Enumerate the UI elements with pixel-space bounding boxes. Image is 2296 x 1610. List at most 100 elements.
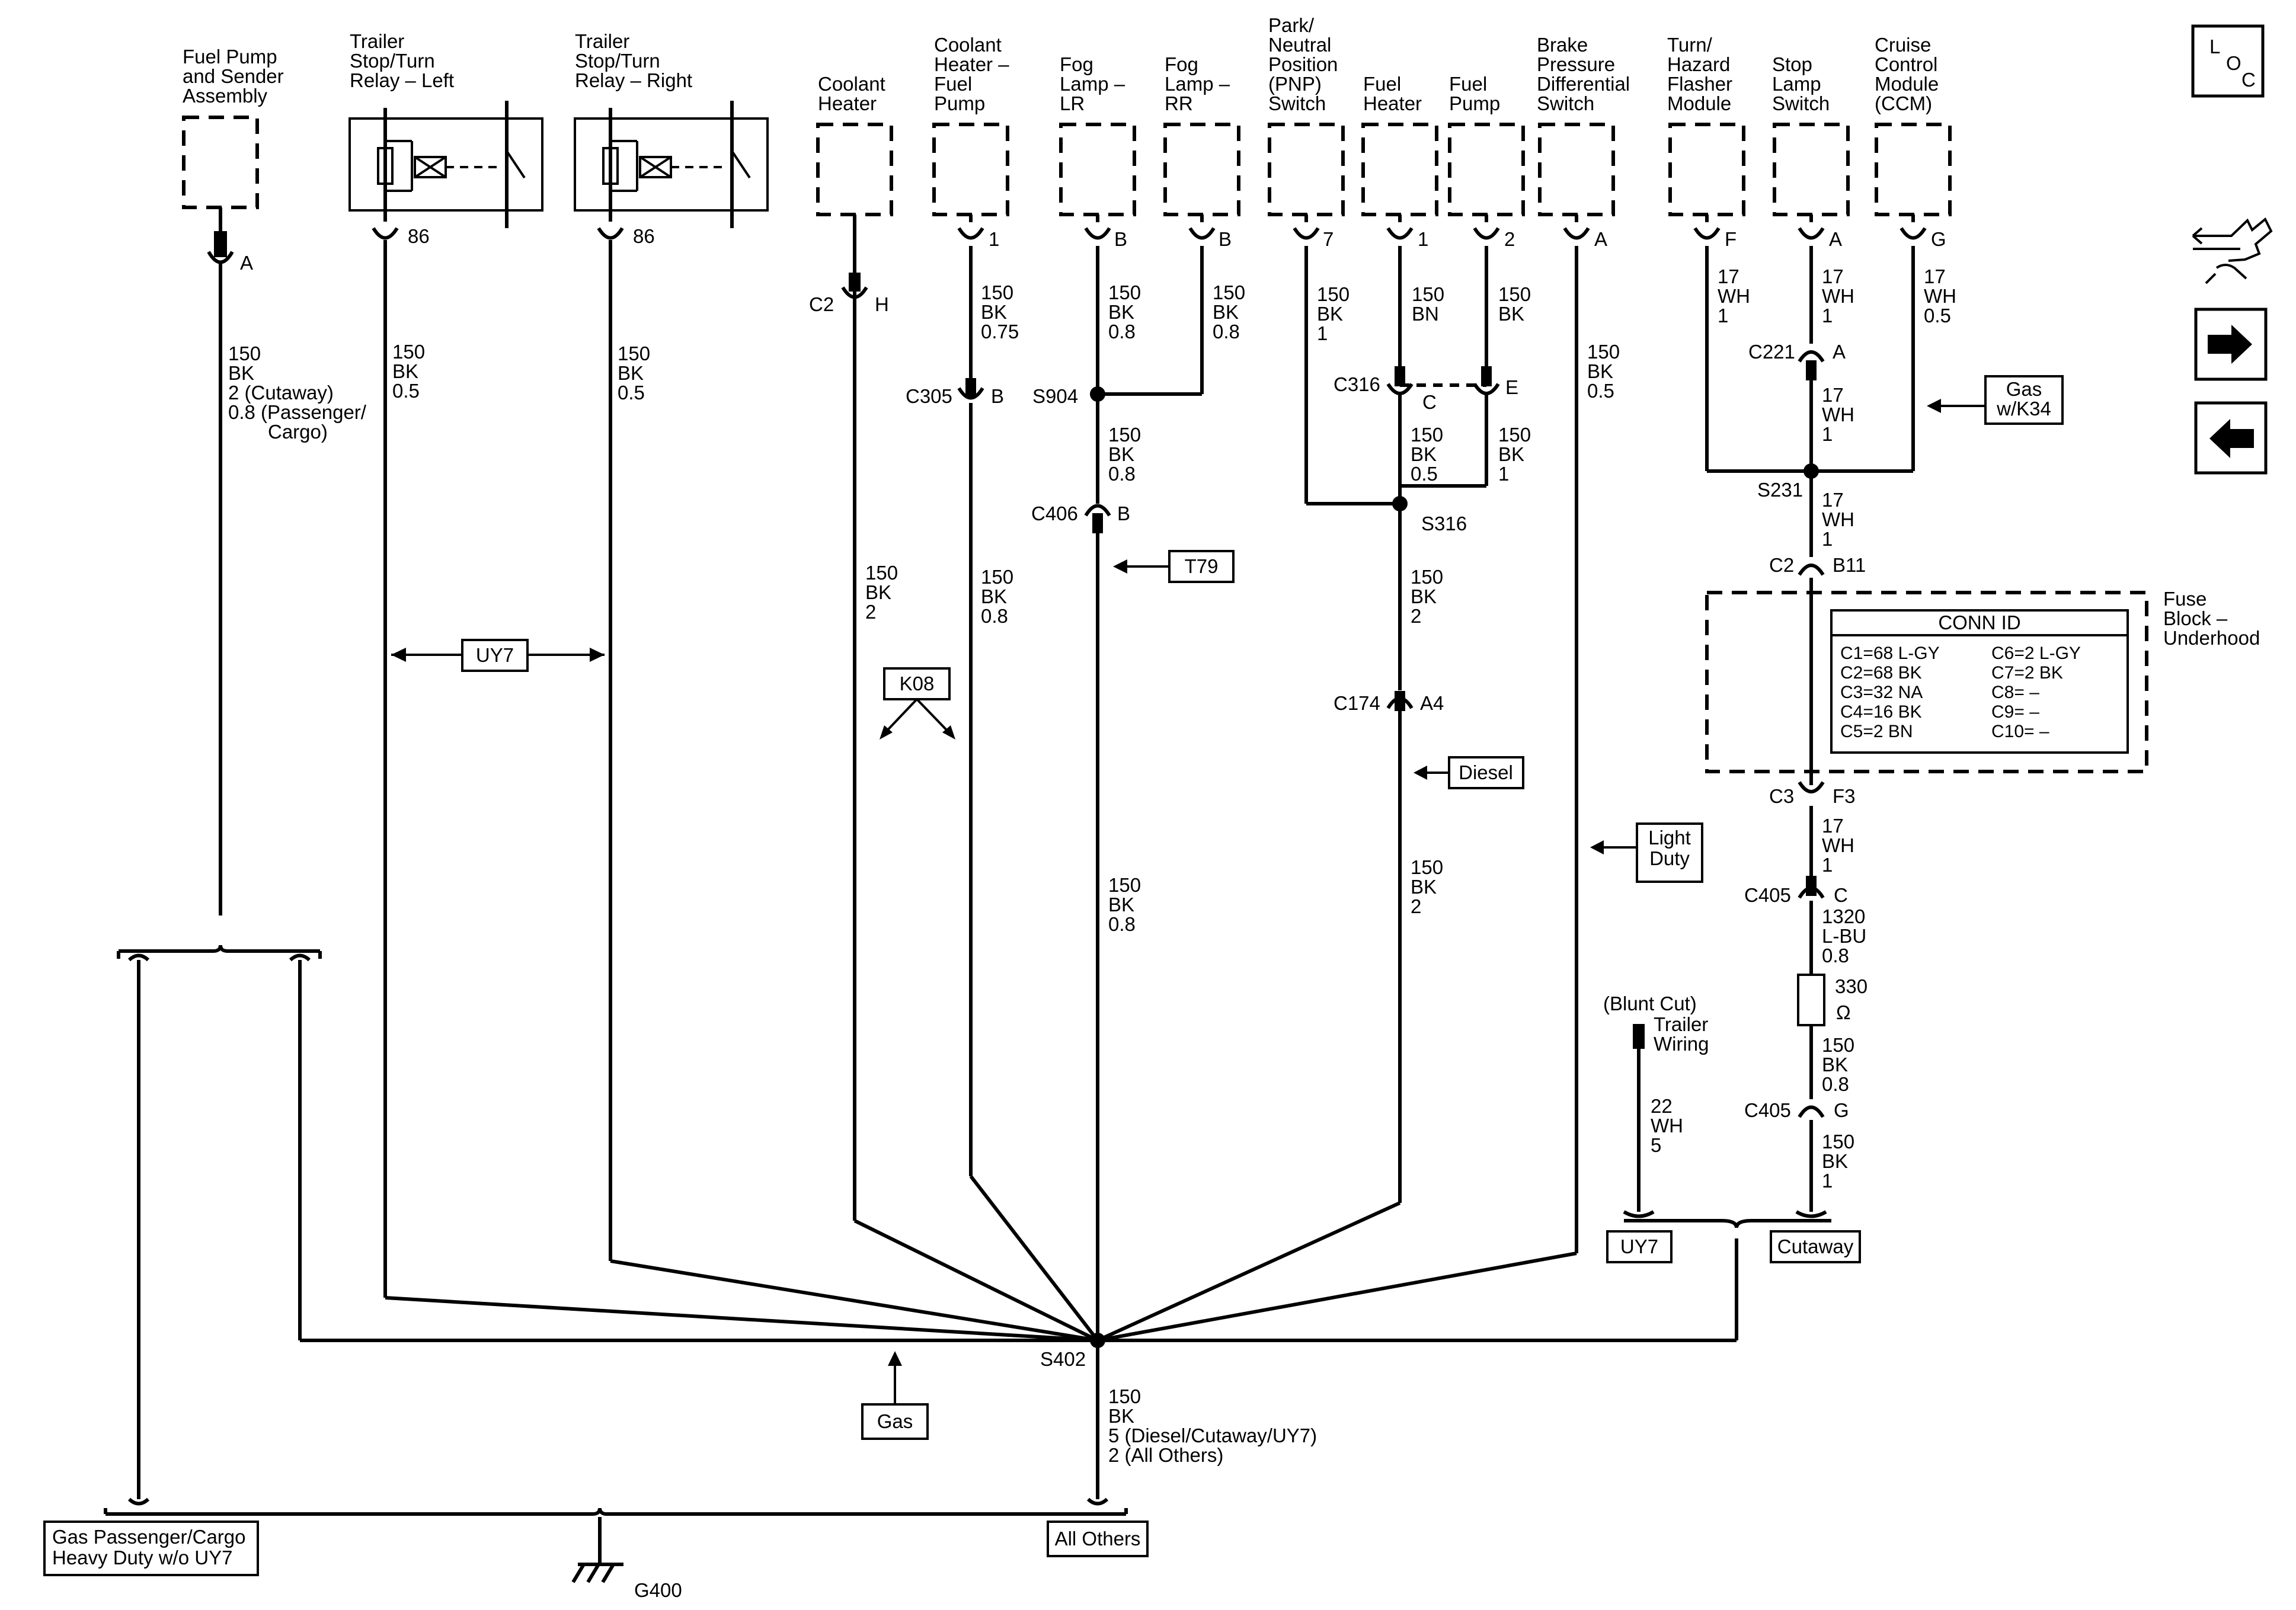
wire-c221-2: WH [1822,404,1854,425]
gas-passenger-box [43,1521,259,1576]
pin-c2: B11 [1833,554,1866,576]
wire-pnp-1: 150 [1317,283,1350,305]
option-gas: Gas [861,1351,929,1440]
pin-c405-g: G [1834,1099,1849,1121]
coolant-heater-box [816,123,893,216]
wire-ccm-1: 17 [1924,265,1946,287]
arrow-right-icon[interactable] [2194,308,2268,381]
pnp-switch-label-3: Position [1268,53,1338,75]
wire-fm-3: 0.8 [1108,463,1136,485]
wire-gnd-4: 2 (All Others) [1108,1444,1223,1466]
wire-chfp-l2: BK [981,585,1007,607]
pin-c3: F3 [1833,785,1856,807]
wire-s316-2: BK [1411,585,1437,607]
wire-c405g-2: BK [1822,1150,1848,1172]
brake-switch-label-1: Brake [1537,34,1588,56]
wire-pnp-2: BK [1317,303,1343,325]
fuel-heater-label-2: Heater [1363,92,1422,114]
wire-s316-1: 150 [1411,566,1443,588]
pin-c2-h: H [875,293,889,315]
wire-rl-3: 0.5 [392,380,420,402]
wire-fl-3: 0.8 [1108,913,1136,935]
pin-labels: A 86 86 C2 H 1 B B 7 1 2 A F A G C305 B … [240,225,1946,1601]
wire-c405g-3: 1 [1822,1170,1833,1192]
resistor-value: 330 [1835,975,1868,997]
loc-icon[interactable]: L O C [2191,24,2265,98]
fuel-pump-label-2: Pump [1449,92,1500,114]
relay-left-label-3: Relay – Left [350,69,454,91]
wire-c405c-2: L-BU [1822,925,1866,947]
option-uy7-left: UY7 [391,639,605,672]
loc-letter-c: C [2241,69,2256,91]
brake-switch-label-2: Pressure [1537,53,1615,75]
pin-pnp: 7 [1323,228,1334,250]
pin-fog-lr: B [1114,228,1127,250]
connector-symbols [207,227,1927,1118]
ccm-label-2: Control [1875,53,1937,75]
pin-fuel-pump-sender: A [240,252,253,274]
pin-turn: F [1725,228,1737,250]
wire-turn-2: WH [1718,285,1750,307]
wire-gnd-2: BK [1108,1405,1134,1427]
coolant-heater-fuel-pump-label-3: Fuel [934,73,972,95]
option-light-duty: Light Duty [1590,822,1703,883]
pin-fuel-heater: 1 [1418,228,1428,250]
wire-s231-2: WH [1822,508,1854,530]
wire-c316c-2: BK [1411,443,1437,465]
resistor [1797,974,1825,1026]
wire-c405c-1: 1320 [1822,905,1865,927]
fog-lamp-lr-label-3: LR [1060,92,1085,114]
wire-fps-3: 2 (Cutaway) [228,382,334,404]
fuel-pump-sender-label-3: Assembly [183,85,268,107]
wire-c316e-2: BK [1498,443,1524,465]
option-uy7-right: UY7 [1606,1230,1673,1263]
light-duty-label-1: Light [1648,827,1691,849]
splice-s231 [1803,463,1819,479]
fog-lamp-lr-label-1: Fog [1060,53,1093,75]
wire-frr-3: 0.8 [1213,321,1240,343]
fuse-block-label-2: Block – [2163,607,2228,629]
turn-hazard-label-3: Flasher [1667,73,1732,95]
pin-c174: A4 [1420,692,1444,714]
wire-fl-1: 150 [1108,874,1141,896]
pin-fuel-pump: 2 [1504,228,1515,250]
pin-c221: A [1833,341,1846,363]
splice-s316 [1392,496,1408,511]
pnp-switch-label-1: Park/ [1268,14,1315,36]
stop-lamp-switch-label-2: Lamp [1772,73,1821,95]
brackets [104,945,1831,1516]
option-all-others: All Others [1047,1521,1149,1557]
trailer-wiring-label-2: Wiring [1654,1033,1709,1055]
gas-label: Gas [877,1410,913,1432]
wire-fh-1: 150 [1412,283,1444,305]
wire-c316c-3: 0.5 [1411,463,1438,485]
wire-chfp-l3: 0.8 [981,605,1008,627]
wire-fl-2: BK [1108,894,1134,916]
vehicle-wrench-icon[interactable] [2192,217,2273,284]
pin-ccm: G [1931,228,1946,250]
wire-s231-1: 17 [1822,489,1844,511]
wire-stop-3: 1 [1822,305,1833,327]
ccm-label-3: Module [1875,73,1939,95]
conn-id-c3: C3=32 NA [1840,683,1923,702]
wire-fps-4: 0.8 (Passenger/ [228,401,367,423]
wire-c405g-1: 150 [1822,1131,1854,1153]
wire-rr-1: 150 [618,343,650,364]
pin-c305: B [991,385,1004,407]
conn-c316: C316 [1334,373,1380,395]
ground-symbol [571,1563,623,1583]
arrow-left-icon[interactable] [2194,401,2268,475]
fuel-pump-label-1: Fuel [1449,73,1487,95]
gas-passenger-label-2: Heavy Duty w/o UY7 [52,1547,232,1569]
coolant-heater-fuel-pump-label-1: Coolant [934,34,1002,56]
pin-relay-right: 86 [633,225,655,247]
wire-res-2: BK [1822,1054,1848,1076]
wire-turn-3: 1 [1718,305,1728,327]
pnp-switch-label-2: Neutral [1268,34,1331,56]
wire-c174-2: BK [1411,876,1437,898]
wire-chfp-u2: BK [981,301,1007,323]
conn-c2-left: C2 [809,293,834,315]
conn-id-c8: C8= – [1991,683,2039,702]
fog-lamp-rr-label-2: Lamp – [1165,73,1230,95]
ccm-box [1875,123,1952,216]
